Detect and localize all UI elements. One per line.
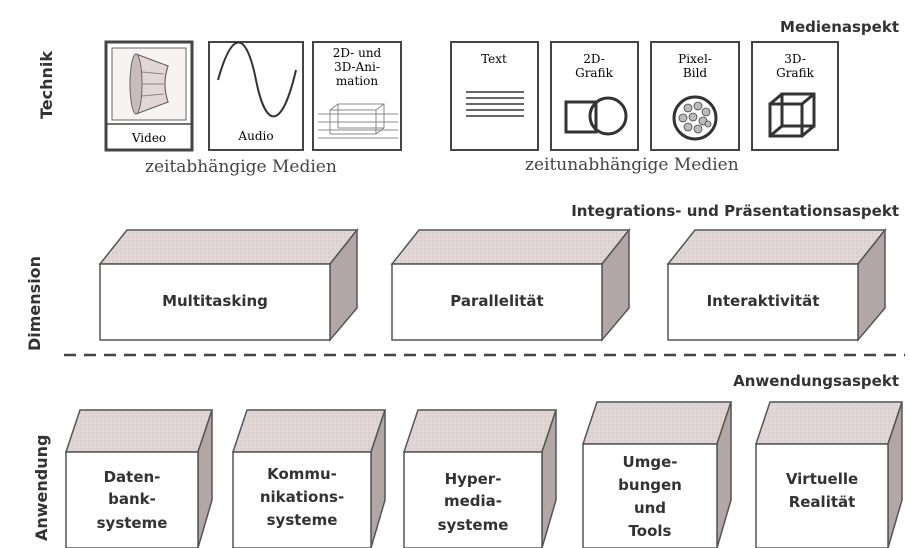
app-label-hypermedia-line-3: systeme	[438, 516, 509, 534]
grafik3d-media-icon: 3D- Grafik	[751, 41, 839, 151]
app-label-datenbank-line-2: bank-	[108, 490, 156, 508]
app-label-umgebungen-line-4: Tools	[629, 522, 672, 540]
grafik2d-media-icon: 2D- Grafik	[550, 41, 639, 151]
app-label-kommunikation-line-2: nikations-	[260, 488, 344, 506]
animation-label-line-1: 2D- und	[333, 46, 382, 60]
caption-time-dependent: zeitabhängige Medien	[145, 157, 337, 177]
caption-time-independent: zeitunabhängige Medien	[525, 155, 739, 175]
app-label-datenbank-line-3: systeme	[97, 514, 168, 532]
audio-label: Audio	[237, 129, 273, 143]
aspect-integration: Integrations- und Präsentationsaspekt	[571, 202, 899, 220]
app-label-umgebungen-line-2: bungen	[618, 476, 682, 494]
animation-label-line-3: mation	[336, 74, 378, 88]
pixelbild-label-line-2: Bild	[683, 66, 707, 80]
app-label-kommunikation-line-3: systeme	[267, 511, 338, 529]
application-box-umgebungen-und-tools: Umge- bungen und Tools	[581, 401, 733, 548]
app-label-virtuelle-line-1: Virtuelle	[786, 470, 858, 488]
pixelbild-label-line-1: Pixel-	[678, 52, 712, 66]
dimension-label-parallelitaet: Parallelität	[450, 292, 543, 310]
dimension-box-multitasking: Multitasking	[98, 227, 359, 343]
dimension-label-multitasking: Multitasking	[162, 292, 268, 310]
aspect-anwendung: Anwendungsaspekt	[733, 372, 899, 390]
app-label-datenbank-line-1: Daten-	[104, 468, 161, 486]
grafik3d-label-line-2: Grafik	[776, 66, 814, 80]
dimension-label-interaktivitaet: Interaktivität	[707, 292, 820, 310]
aspect-medien: Medienaspekt	[780, 18, 899, 36]
application-box-datenbanksysteme: Daten- bank- systeme	[64, 409, 214, 548]
grafik3d-label-line-1: 3D-	[784, 52, 806, 66]
application-box-kommunikationssysteme: Kommu- nikations- systeme	[231, 409, 387, 548]
dimension-box-parallelitaet: Parallelität	[390, 227, 631, 343]
app-label-umgebungen-line-1: Umge-	[623, 453, 678, 471]
text-label: Text	[481, 52, 507, 66]
app-label-umgebungen-line-3: und	[634, 499, 666, 517]
app-label-hypermedia-line-1: Hyper-	[445, 470, 502, 488]
grafik2d-label-line-1: 2D-	[583, 52, 605, 66]
grafik2d-label-line-2: Grafik	[575, 66, 613, 80]
audio-media-icon: Audio	[208, 41, 304, 151]
pixelbild-media-icon: Pixel- Bild	[650, 41, 740, 151]
app-label-hypermedia-line-2: media-	[444, 492, 502, 510]
video-media-icon: Video	[104, 40, 194, 152]
text-media-icon: Text	[450, 41, 539, 151]
app-label-virtuelle-line-2: Realität	[789, 493, 856, 511]
application-box-virtuelle-realitaet: Virtuelle Realität	[754, 401, 904, 548]
video-label: Video	[131, 131, 166, 145]
animation-media-icon: 2D- und 3D-Ani- mation	[312, 41, 402, 151]
animation-label-line-2: 3D-Ani-	[334, 60, 380, 74]
dimension-box-interaktivitaet: Interaktivität	[666, 227, 887, 343]
application-box-hypermediasysteme: Hyper- media- systeme	[402, 409, 558, 548]
app-label-kommunikation-line-1: Kommu-	[267, 465, 337, 483]
